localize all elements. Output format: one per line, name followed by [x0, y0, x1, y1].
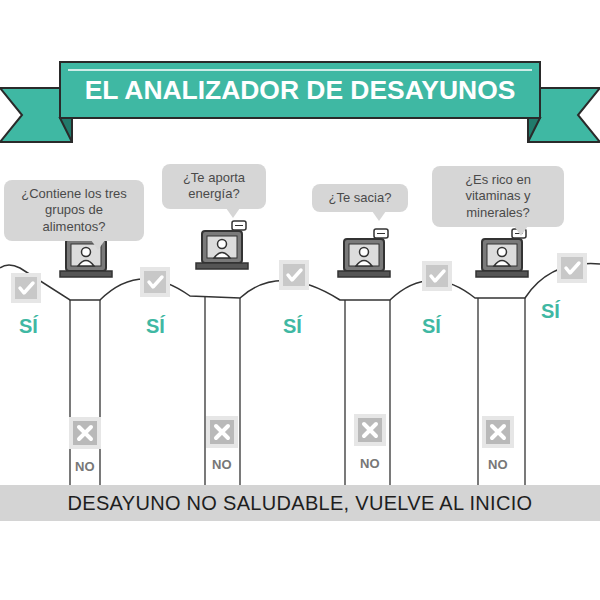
question-bubble: ¿Contiene los tres grupos de alimentos? [4, 180, 144, 241]
result-text: DESAYUNO NO SALUDABLE, VUELVE AL INICIO [68, 492, 533, 515]
question-bubble: ¿Es rico en vitaminas y minerales? [432, 166, 564, 227]
question-bubble: ¿Te aporta energía? [162, 164, 266, 209]
banner-title: EL ANALIZADOR DE DESAYUNOS [60, 62, 540, 118]
no-label: NO [75, 459, 95, 474]
no-label: NO [488, 457, 508, 472]
question-text: ¿Es rico en vitaminas y minerales? [440, 172, 556, 221]
ribbon-fold [60, 118, 540, 142]
no-label: NO [360, 456, 380, 471]
yes-label: SÍ [541, 300, 560, 323]
branch-lines [70, 296, 525, 485]
ribbon-band [60, 62, 540, 118]
yes-label: SÍ [146, 315, 165, 338]
question-text: ¿Te sacia? [320, 190, 400, 206]
yes-label: SÍ [283, 315, 302, 338]
no-label: NO [212, 457, 232, 472]
ribbon-line [68, 69, 532, 71]
result-bar: DESAYUNO NO SALUDABLE, VUELVE AL INICIO [0, 485, 600, 521]
yes-label: SÍ [19, 315, 38, 338]
question-text: ¿Contiene los tres grupos de alimentos? [12, 186, 136, 235]
yes-label: SÍ [422, 315, 441, 338]
question-bubble: ¿Te sacia? [312, 184, 408, 212]
question-text: ¿Te aporta energía? [170, 170, 258, 203]
